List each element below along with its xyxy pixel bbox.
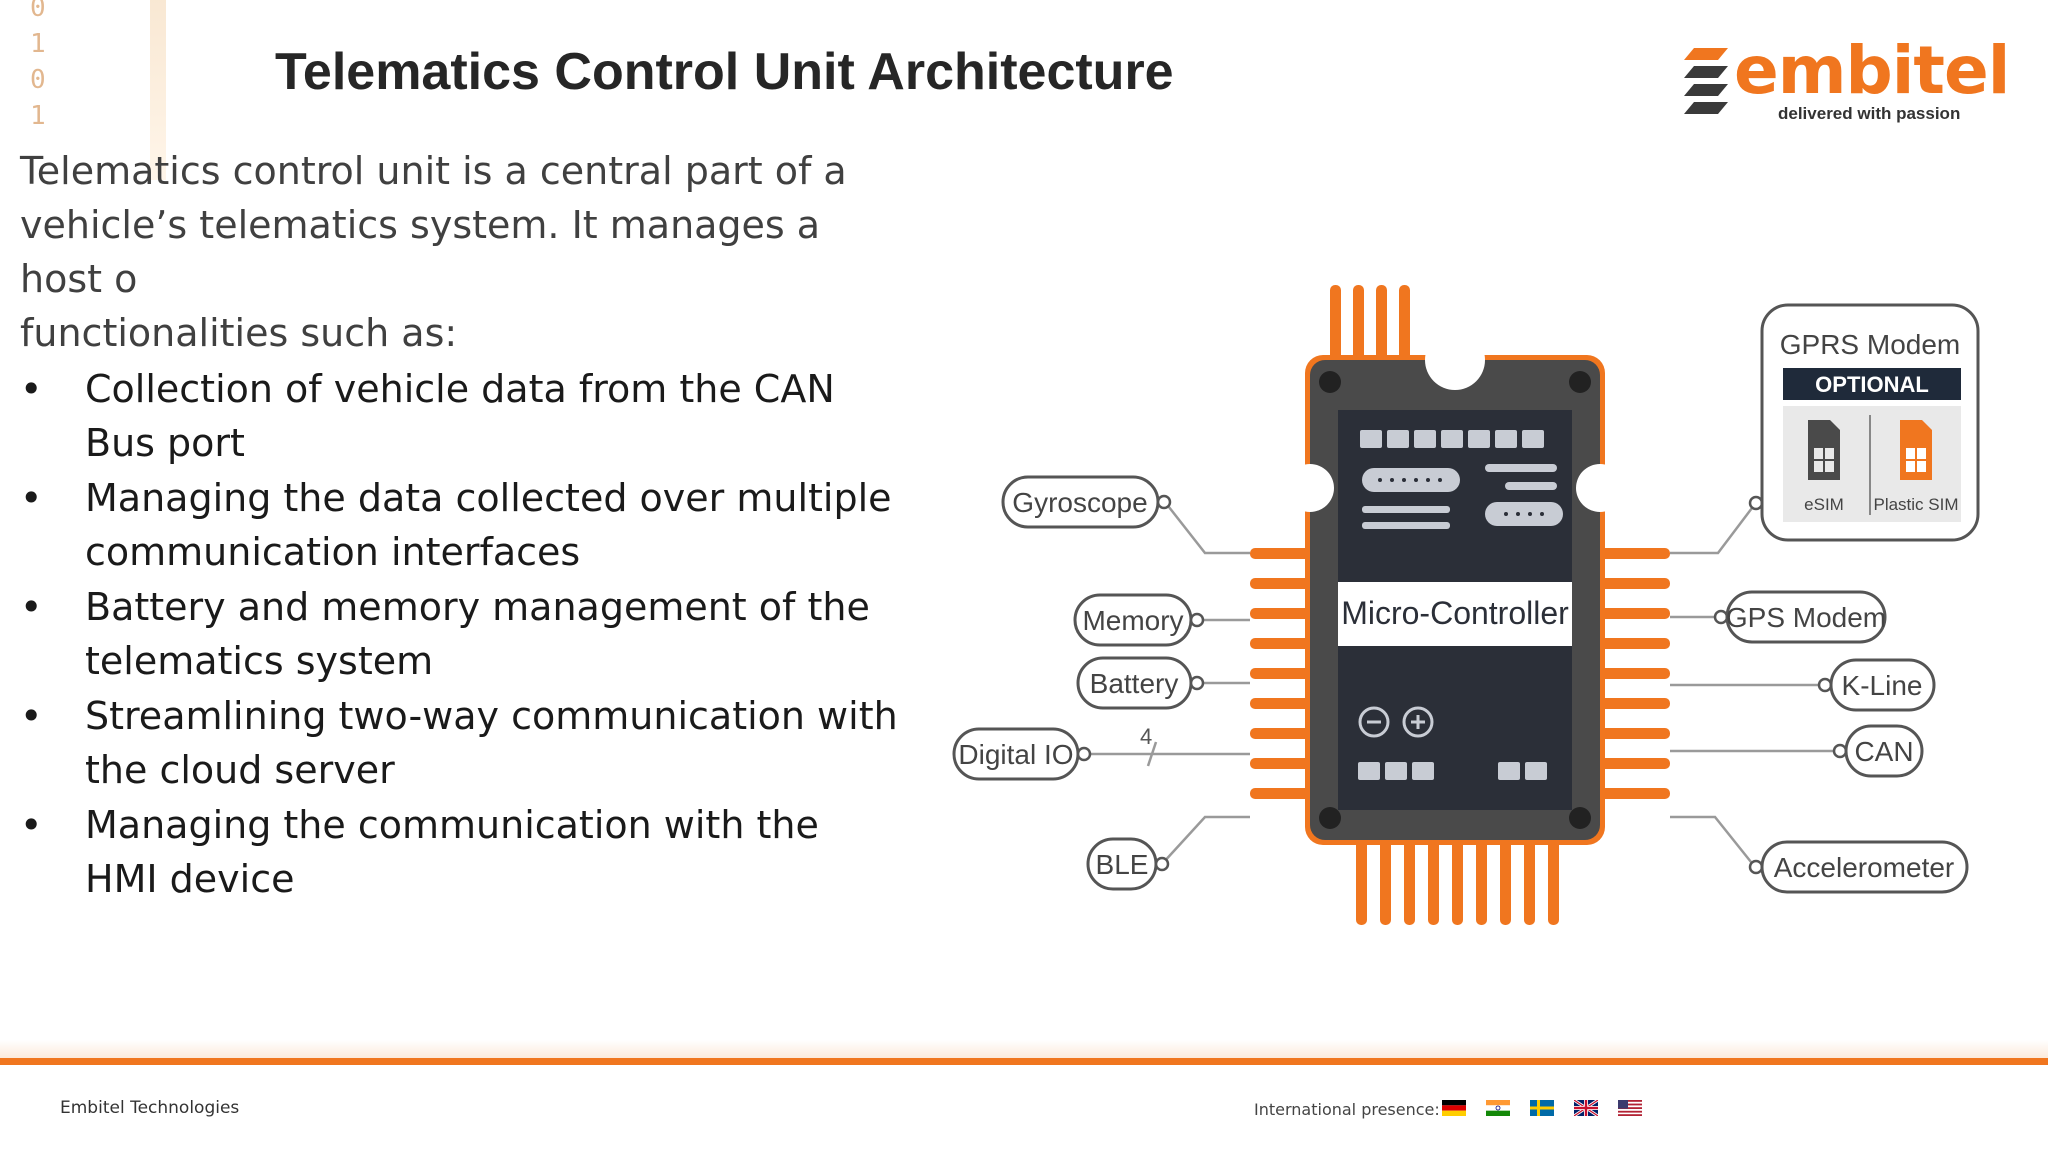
microcontroller-chip: Micro-Controller bbox=[1286, 330, 1624, 845]
bullet-marker: • bbox=[20, 476, 43, 520]
list-item: • Streamlining two-way communication with… bbox=[20, 689, 900, 797]
peripheral-label: Gyroscope bbox=[1012, 487, 1147, 518]
list-item-text: Streamlining two-way communication with … bbox=[85, 694, 898, 792]
esim-icon bbox=[1808, 420, 1840, 480]
peripheral-label: GPS Modem bbox=[1726, 602, 1886, 633]
binary-digit: 1 bbox=[30, 101, 46, 131]
list-item: • Managing the communication with the HMI… bbox=[20, 798, 900, 906]
logo-wordmark: embitel bbox=[1734, 32, 2010, 109]
list-item-text: Collection of vehicle data from the CAN … bbox=[85, 367, 835, 465]
intro-paragraph: Telematics control unit is a central par… bbox=[20, 149, 847, 355]
sweden-flag-icon bbox=[1530, 1100, 1554, 1116]
peripheral-accelerometer: Accelerometer bbox=[1748, 840, 1969, 894]
footer-company: Embitel Technologies bbox=[60, 1098, 240, 1118]
functionality-list: • Collection of vehicle data from the CAN… bbox=[20, 362, 900, 907]
esim-label: eSIM bbox=[1804, 495, 1844, 514]
peripheral-ble: BLE bbox=[1086, 837, 1170, 891]
gprs-modem-box: GPRS Modem OPTIONAL eSIM Plastic SIM bbox=[1748, 303, 1980, 542]
plastic-sim-label: Plastic SIM bbox=[1873, 495, 1958, 514]
peripheral-memory: Memory bbox=[1073, 593, 1205, 647]
chip-bottom-pins bbox=[1356, 825, 1559, 925]
binary-decoration-column bbox=[150, 0, 166, 180]
bullet-marker: • bbox=[20, 367, 43, 411]
logo-tagline: delivered with passion bbox=[1778, 104, 1961, 123]
chip-top-pins bbox=[1330, 285, 1410, 360]
bullet-marker: • bbox=[20, 803, 43, 847]
peripheral-can: CAN bbox=[1832, 724, 1924, 778]
flag-list bbox=[1442, 1100, 1642, 1116]
list-item: • Managing the data collected over multip… bbox=[20, 471, 900, 579]
binary-decoration: 0 1 0 1 bbox=[30, 0, 60, 134]
list-item: • Battery and memory management of the te… bbox=[20, 580, 900, 688]
peripheral-label: K-Line bbox=[1842, 670, 1923, 701]
peripheral-gps-modem: GPS Modem bbox=[1713, 590, 1887, 644]
list-item-text: Managing the communication with the HMI … bbox=[85, 803, 819, 901]
binary-digit: 0 bbox=[30, 65, 46, 95]
footer-presence-label: International presence: bbox=[1254, 1100, 1440, 1119]
peripheral-label: BLE bbox=[1096, 849, 1149, 880]
bullet-marker: • bbox=[20, 694, 43, 738]
peripheral-label: Memory bbox=[1082, 605, 1183, 636]
usa-flag-icon bbox=[1618, 1100, 1642, 1116]
peripheral-digital-io: Digital IO bbox=[952, 727, 1092, 781]
slide-title: Telematics Control Unit Architecture bbox=[275, 43, 1174, 101]
uk-flag-icon bbox=[1574, 1100, 1598, 1116]
list-item-text: Managing the data collected over multipl… bbox=[85, 476, 892, 574]
bullet-marker: • bbox=[20, 585, 43, 629]
logo-mark-icon bbox=[1684, 48, 1728, 114]
gprs-title: GPRS Modem bbox=[1780, 329, 1961, 360]
chip-label: Micro-Controller bbox=[1341, 595, 1569, 631]
gprs-optional-badge: OPTIONAL bbox=[1815, 372, 1929, 397]
india-flag-icon bbox=[1486, 1100, 1510, 1116]
tcu-architecture-diagram: Micro-Controller bbox=[952, 285, 1980, 925]
footer-accent-line bbox=[0, 1058, 2048, 1065]
binary-digit: 0 bbox=[30, 0, 46, 23]
peripheral-battery: Battery bbox=[1076, 656, 1205, 710]
germany-flag-icon bbox=[1442, 1100, 1466, 1116]
peripheral-label: Battery bbox=[1090, 668, 1179, 699]
binary-digit: 1 bbox=[30, 29, 46, 59]
list-item-text: Battery and memory management of the tel… bbox=[85, 585, 870, 683]
chip-right-pins bbox=[1600, 548, 1670, 799]
peripheral-label: CAN bbox=[1854, 736, 1913, 767]
peripheral-k-line: K-Line bbox=[1817, 658, 1936, 712]
peripheral-gyroscope: Gyroscope bbox=[1001, 475, 1172, 529]
plastic-sim-icon bbox=[1900, 420, 1932, 480]
list-item: • Collection of vehicle data from the CAN… bbox=[20, 362, 900, 470]
peripheral-label: Digital IO bbox=[958, 739, 1073, 770]
bus-width-label: 4 bbox=[1140, 724, 1152, 749]
connector-lines bbox=[1085, 501, 1839, 868]
embitel-logo: embitel delivered with passion bbox=[1684, 32, 2010, 130]
chip-left-pins bbox=[1250, 548, 1320, 799]
peripheral-label: Accelerometer bbox=[1774, 852, 1955, 883]
